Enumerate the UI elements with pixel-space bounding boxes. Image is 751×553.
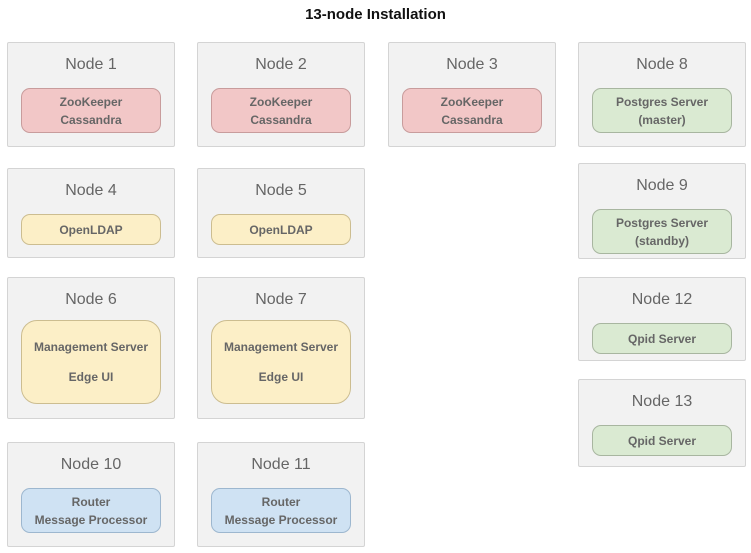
node-title: Node 2: [255, 56, 307, 73]
node-title: Node 10: [60, 456, 122, 473]
node-box-10: Node 10 Router Message Processor: [7, 442, 175, 547]
service-box-router-processor: Router Message Processor: [21, 488, 161, 533]
node-box-9: Node 9 Postgres Server (standby): [578, 163, 746, 259]
node-box-4: Node 4 OpenLDAP: [7, 168, 175, 258]
service-label: Qpid Server: [627, 331, 697, 346]
service-label: ZooKeeper: [249, 94, 313, 109]
service-box-router-processor: Router Message Processor: [211, 488, 351, 533]
node-box-12: Node 12 Qpid Server: [578, 277, 746, 361]
node-title: Node 3: [446, 56, 498, 73]
service-label: ZooKeeper: [59, 94, 123, 109]
service-label: Postgres Server: [615, 215, 709, 230]
node-title: Node 12: [631, 291, 693, 308]
service-label: Edge UI: [258, 370, 304, 384]
service-label: Qpid Server: [627, 433, 697, 448]
node-title: Node 4: [65, 182, 117, 199]
service-label: Cassandra: [60, 112, 122, 127]
service-label: (master): [638, 112, 686, 127]
service-box-zookeeper-cassandra: ZooKeeper Cassandra: [402, 88, 542, 133]
node-title: Node 13: [631, 393, 693, 410]
service-box-zookeeper-cassandra: ZooKeeper Cassandra: [21, 88, 161, 133]
node-box-8: Node 8 Postgres Server (master): [578, 42, 746, 147]
service-label: Management Server: [33, 340, 149, 354]
service-box-zookeeper-cassandra: ZooKeeper Cassandra: [211, 88, 351, 133]
node-title: Node 7: [255, 291, 307, 308]
service-box-management-server: Management Server Edge UI: [21, 320, 161, 404]
service-label: OpenLDAP: [249, 222, 313, 237]
node-box-2: Node 2 ZooKeeper Cassandra: [197, 42, 365, 147]
service-box-postgres-master: Postgres Server (master): [592, 88, 732, 133]
diagram-title: 13-node Installation: [305, 6, 446, 23]
node-box-1: Node 1 ZooKeeper Cassandra: [7, 42, 175, 147]
service-label: Cassandra: [250, 112, 312, 127]
service-label: ZooKeeper: [440, 94, 504, 109]
service-label: Postgres Server: [615, 94, 709, 109]
service-label: Router: [261, 494, 301, 509]
node-box-7: Node 7 Management Server Edge UI: [197, 277, 365, 419]
node-box-6: Node 6 Management Server Edge UI: [7, 277, 175, 419]
service-label: (standby): [635, 233, 689, 248]
node-box-3: Node 3 ZooKeeper Cassandra: [388, 42, 556, 147]
node-title: Node 5: [255, 182, 307, 199]
service-label: OpenLDAP: [59, 222, 123, 237]
service-box-postgres-standby: Postgres Server (standby): [592, 209, 732, 254]
service-box-openldap: OpenLDAP: [211, 214, 351, 245]
service-label: Router: [71, 494, 111, 509]
service-label: Message Processor: [224, 512, 338, 527]
node-box-5: Node 5 OpenLDAP: [197, 168, 365, 258]
service-box-openldap: OpenLDAP: [21, 214, 161, 245]
service-box-qpid: Qpid Server: [592, 425, 732, 456]
node-title: Node 8: [636, 56, 688, 73]
service-box-qpid: Qpid Server: [592, 323, 732, 354]
node-title: Node 6: [65, 291, 117, 308]
node-title: Node 1: [65, 56, 117, 73]
service-label: Message Processor: [34, 512, 148, 527]
node-box-13: Node 13 Qpid Server: [578, 379, 746, 467]
service-label: Cassandra: [441, 112, 503, 127]
node-box-11: Node 11 Router Message Processor: [197, 442, 365, 547]
service-box-management-server: Management Server Edge UI: [211, 320, 351, 404]
service-label: Management Server: [223, 340, 339, 354]
node-title: Node 9: [636, 177, 688, 194]
service-label: Edge UI: [68, 370, 114, 384]
node-title: Node 11: [251, 456, 311, 473]
